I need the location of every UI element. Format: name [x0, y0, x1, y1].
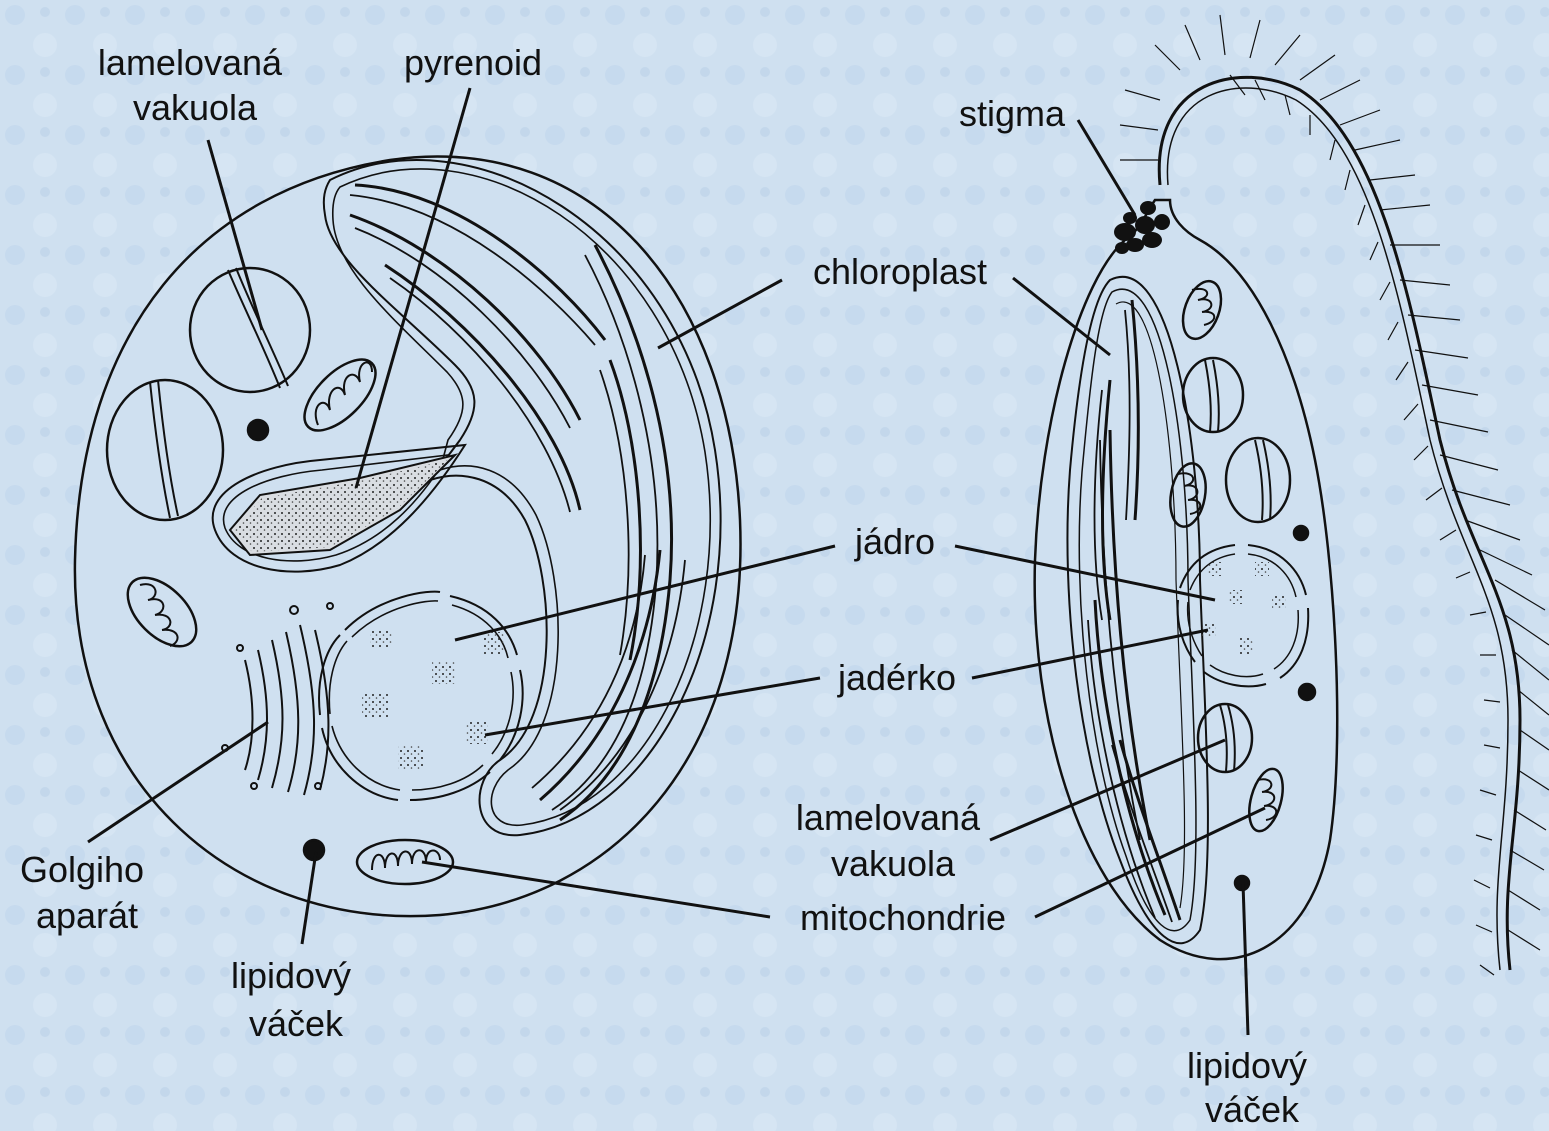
label-pyrenoid: pyrenoid: [404, 42, 542, 83]
left-lipid-1: [248, 420, 268, 440]
label-jaderko: jadérko: [837, 657, 956, 698]
label-mitochondrie: mitochondrie: [800, 897, 1006, 938]
left-cell: [75, 157, 741, 917]
label-chloroplast: chloroplast: [813, 251, 987, 292]
label-jadro: jádro: [854, 521, 935, 562]
right-lipid-2: [1299, 684, 1315, 700]
label-stigma: stigma: [959, 93, 1066, 134]
right-lipid-1: [1294, 526, 1308, 540]
